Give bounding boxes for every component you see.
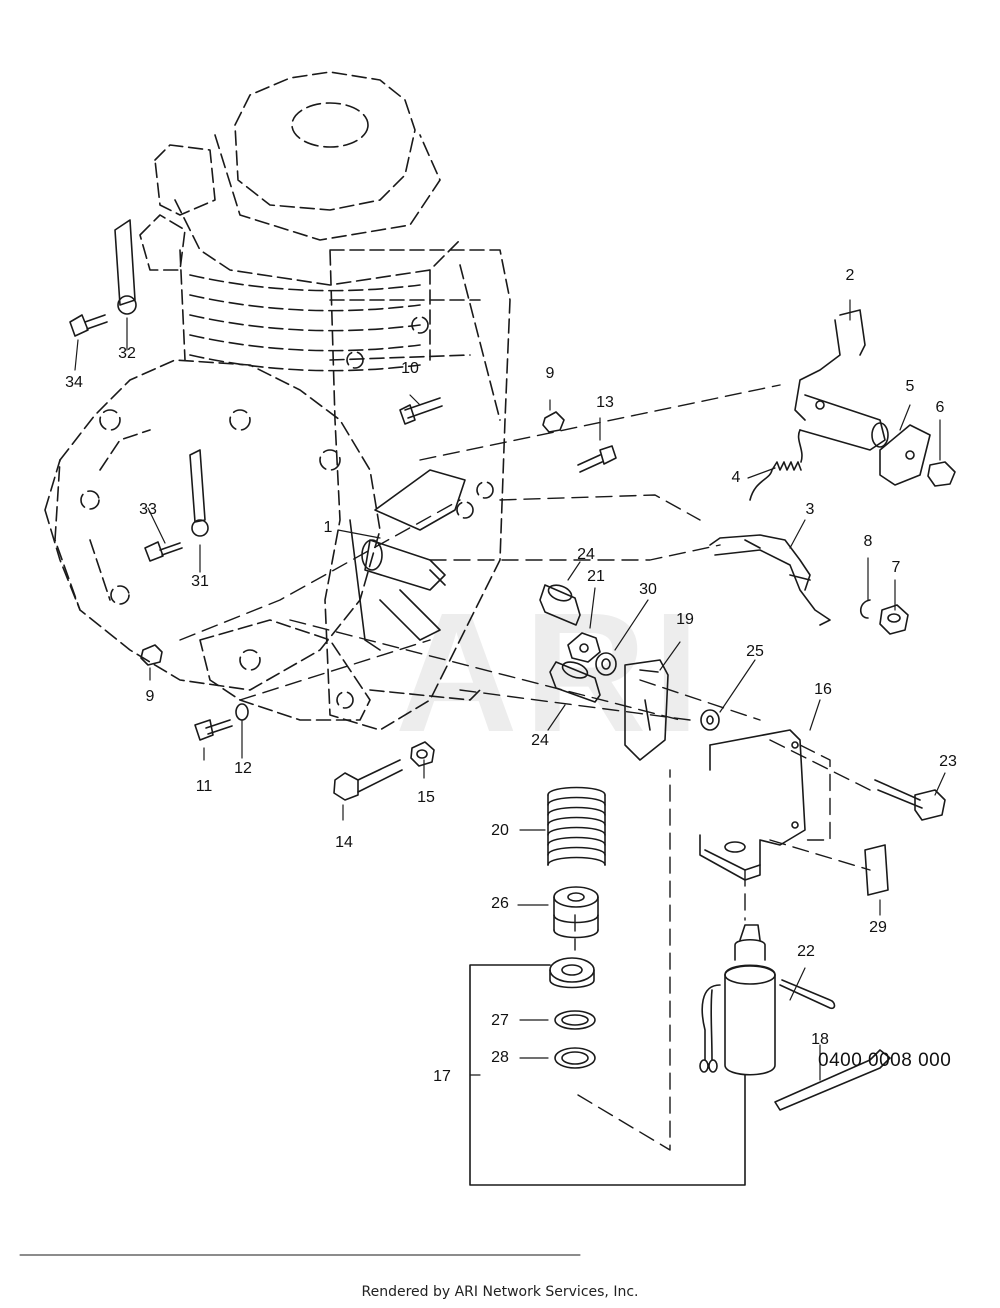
part-27-oring (554, 1010, 596, 1030)
callout-12: 12 (234, 760, 252, 777)
part-17-ring (549, 957, 595, 989)
part-17-kit-bracket (469, 964, 746, 1186)
part-33-bolt (144, 541, 183, 562)
part-28-oring (554, 1047, 596, 1069)
callout-19: 19 (676, 611, 694, 628)
part-34-bolt (69, 314, 108, 337)
part-25-washer (700, 709, 720, 731)
part-15-nut (410, 741, 435, 767)
drawing-number: 0400 0008 000 (818, 1050, 952, 1071)
part-24-sleeve-lower (549, 661, 601, 703)
solenoid (699, 924, 776, 1076)
callout-11: 11 (195, 778, 213, 795)
part-32-strap (114, 219, 137, 315)
callout-leaders (74, 299, 946, 1081)
part-8-clip (859, 599, 871, 619)
callout-27: 27 (491, 1012, 509, 1029)
part-22-cotter-pin (779, 979, 836, 1010)
callout-26: 26 (491, 895, 509, 912)
part-9-nut-lower (140, 644, 163, 666)
part-3-bracket-lever (709, 534, 831, 626)
callout-5: 5 (905, 378, 915, 395)
callout-24-lower: 24 (531, 732, 549, 749)
callout-9-lower: 9 (145, 688, 155, 705)
callout-1: 1 (323, 519, 333, 536)
engine-block-outline (44, 71, 511, 731)
callout-16: 16 (814, 681, 832, 698)
callout-7: 7 (891, 559, 901, 576)
callout-24-upper: 24 (577, 546, 595, 563)
governor-shaft-assembly (349, 469, 466, 651)
callout-10: 10 (401, 360, 419, 377)
callout-13: 13 (596, 394, 614, 411)
callout-34: 34 (65, 374, 83, 391)
callout-21: 21 (587, 568, 605, 585)
part-30-washer (595, 652, 617, 676)
part-19-plate (624, 659, 669, 761)
callout-17: 17 (433, 1068, 451, 1085)
callout-14: 14 (335, 834, 353, 851)
part-4-spring (749, 429, 803, 501)
part-9-nut-upper (542, 411, 565, 433)
callout-15: 15 (417, 789, 435, 806)
callout-23: 23 (939, 753, 957, 770)
part-12-washer (235, 703, 249, 721)
part-6-nut (927, 461, 956, 487)
callout-32: 32 (118, 345, 136, 362)
callout-6: 6 (935, 399, 945, 416)
callout-29: 29 (869, 919, 887, 936)
part-21-nut (567, 632, 601, 663)
footer-credit: Rendered by ARI Network Services, Inc. (361, 1284, 639, 1300)
part-23-bolt (874, 779, 946, 821)
part-7-nut (879, 604, 909, 635)
part-16-solenoid-bracket (699, 729, 806, 881)
callout-30: 30 (639, 581, 657, 598)
callout-28: 28 (491, 1049, 509, 1066)
callout-2: 2 (845, 267, 855, 284)
part-10-bolt (399, 397, 443, 425)
part-20-spring (547, 786, 606, 866)
watermark-logo: ARI (395, 578, 706, 768)
callout-33: 33 (139, 501, 157, 518)
callout-22: 22 (797, 943, 815, 960)
part-14-bolt (333, 759, 403, 801)
assembly-leader-lines (179, 384, 871, 1151)
part-26-bushing (553, 886, 599, 939)
callout-4: 4 (731, 469, 741, 486)
part-2-governor-arm (794, 309, 889, 451)
part-11-bolt (194, 719, 233, 741)
callout-25: 25 (746, 643, 764, 660)
callout-20: 20 (491, 822, 509, 839)
part-5-plate (879, 424, 931, 486)
callout-31: 31 (191, 573, 209, 590)
part-24-sleeve-upper (539, 584, 581, 626)
callout-8: 8 (863, 533, 873, 550)
part-29-label (864, 844, 889, 896)
callout-3: 3 (805, 501, 815, 518)
part-18-cable-tie (774, 1049, 891, 1111)
callout-18: 18 (811, 1031, 829, 1048)
part-31-strap (189, 449, 209, 537)
callout-9-upper: 9 (545, 365, 555, 382)
part-13-bolt (577, 445, 617, 473)
